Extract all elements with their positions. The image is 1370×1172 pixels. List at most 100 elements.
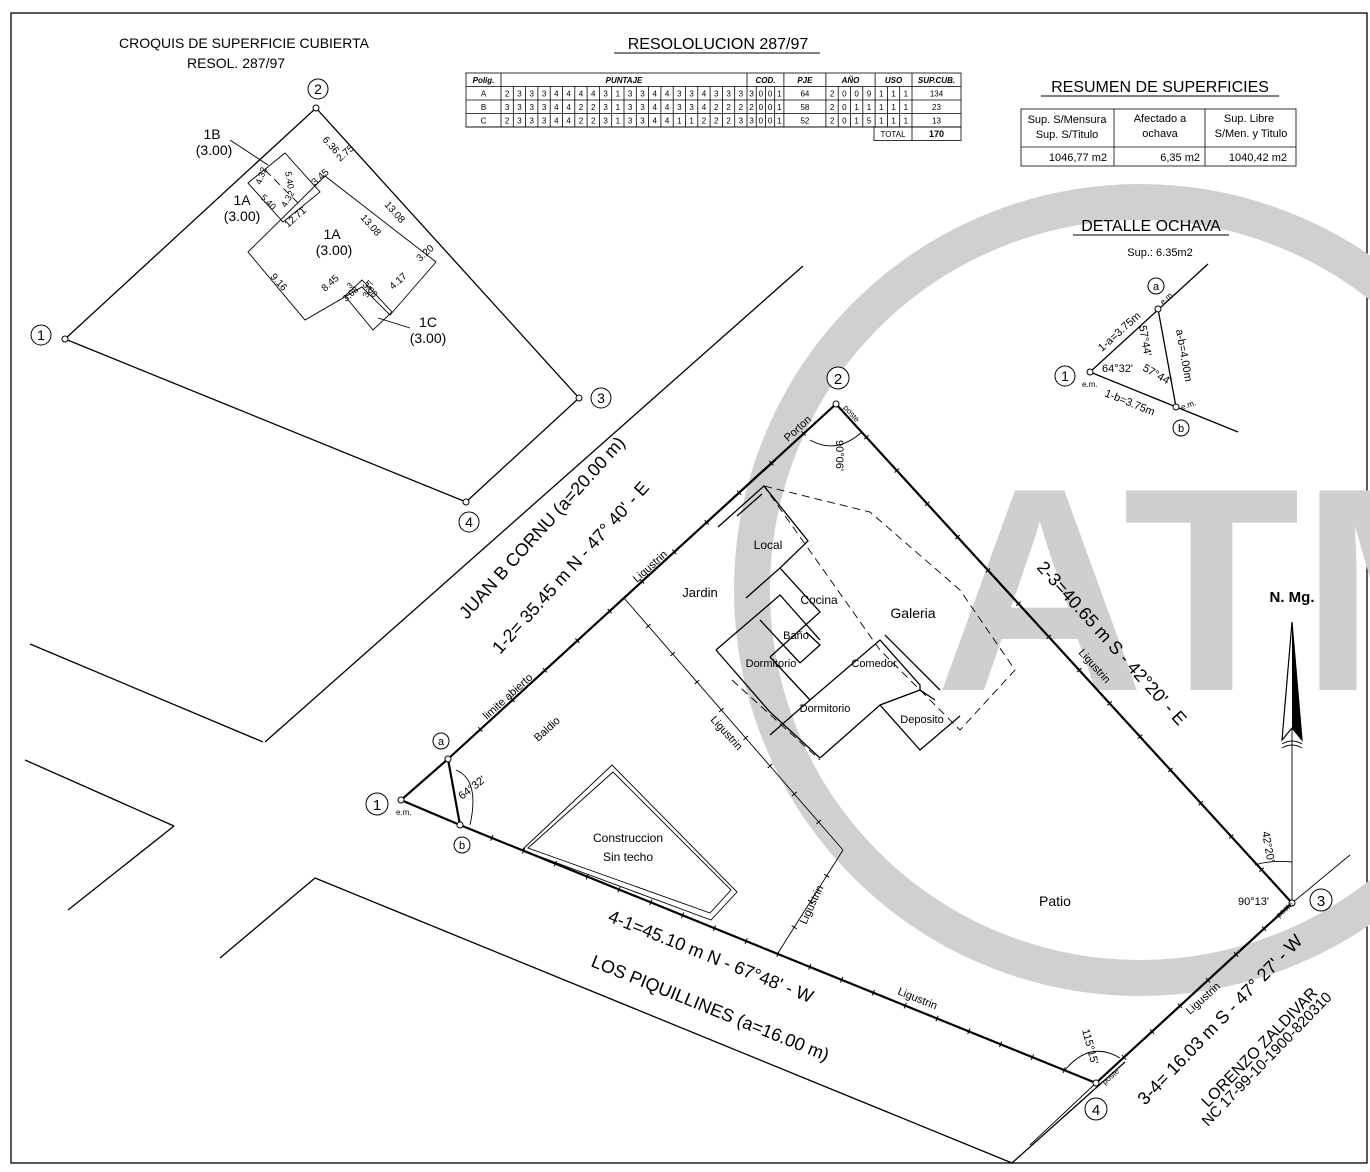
table-cell: 0	[768, 90, 773, 99]
svg-text:9.16: 9.16	[268, 272, 289, 294]
table-cell: 4	[665, 90, 670, 99]
svg-text:1: 1	[1061, 368, 1069, 384]
table-cell: 2	[726, 117, 731, 126]
table-cell: 3	[505, 103, 510, 112]
croquis-lot-outline	[63, 107, 580, 503]
table-cell: 52	[800, 117, 809, 126]
svg-text:5.40: 5.40	[283, 171, 296, 190]
fence-tick	[542, 667, 548, 673]
fence-tick	[681, 912, 685, 919]
table-cell: 2	[505, 90, 510, 99]
table-cell: 1	[689, 117, 694, 126]
table-cell: 3	[530, 103, 535, 112]
table-cell: 3	[628, 117, 633, 126]
table-cell: 3	[517, 90, 522, 99]
svg-text:1046,77 m2: 1046,77 m2	[1049, 152, 1107, 164]
table-cell: 1	[777, 117, 782, 126]
table-cell: 3	[542, 117, 547, 126]
table-total-value: 170	[929, 129, 944, 139]
table-cell: 1	[616, 117, 621, 126]
svg-text:6,35 m2: 6,35 m2	[1160, 152, 1200, 164]
svg-text:2: 2	[314, 81, 322, 97]
table-cell: 3	[689, 103, 694, 112]
svg-text:Ligustrin: Ligustrin	[798, 884, 826, 927]
svg-text:1: 1	[37, 327, 45, 343]
table-cell: 0	[842, 117, 847, 126]
table-cell: 4	[566, 103, 571, 112]
table-cell: 3	[726, 90, 731, 99]
fence-tick	[840, 976, 844, 983]
north-label: N. Mg.	[1270, 589, 1315, 606]
table-cell: 1	[891, 117, 896, 126]
table-header: AÑO	[841, 76, 861, 85]
croquis-vertex-2	[307, 78, 329, 100]
fence-tick	[871, 989, 875, 996]
croquis-polygon-1b	[247, 152, 321, 223]
plan-vertex-4	[1084, 1097, 1108, 1121]
plan-point-a	[432, 732, 450, 750]
ochava-title: DETALLE OCHAVA	[1081, 218, 1221, 235]
plan-vertex-1	[365, 792, 389, 816]
table-cell: 4	[665, 117, 670, 126]
svg-text:Comedor: Comedor	[851, 658, 897, 670]
svg-text:a: a	[1153, 281, 1160, 293]
table-cell: 3	[739, 90, 744, 99]
croquis-vertex-3	[590, 387, 612, 409]
table-cell: 3	[749, 90, 754, 99]
fence-tick	[894, 468, 900, 473]
north-arrow-icon: N. Mg.	[1270, 589, 1315, 749]
fence-tick	[903, 1002, 907, 1009]
table-cell: 1	[616, 103, 621, 112]
table-cell: 3	[677, 90, 682, 99]
svg-text:Dormitorio: Dormitorio	[800, 703, 851, 715]
table-cell: 2	[739, 103, 744, 112]
svg-text:a-b=4.00m: a-b=4.00m	[1173, 328, 1194, 382]
svg-text:64°32': 64°32'	[1102, 363, 1133, 375]
croquis-sketch: CROQUIS DE SUPERFICIE CUBIERTA RESOL. 28…	[30, 35, 612, 533]
table-cell: 3	[542, 103, 547, 112]
table-cell: 4	[579, 90, 584, 99]
table-cell: 1	[879, 103, 884, 112]
table-cell: 2	[830, 117, 835, 126]
svg-text:3: 3	[1317, 893, 1325, 910]
svg-text:(3.00): (3.00)	[224, 208, 261, 224]
table-cell: 4	[566, 90, 571, 99]
table-cell: 4	[653, 117, 658, 126]
neighbor-name: LORENZO ZALDIVAR	[1199, 985, 1322, 1111]
table-cell: B	[481, 103, 486, 112]
fence-tick	[736, 490, 742, 496]
svg-text:b: b	[1178, 423, 1184, 435]
svg-text:4.17: 4.17	[388, 271, 410, 292]
svg-text:Sin techo: Sin techo	[603, 850, 653, 864]
fence-tick	[1062, 1067, 1066, 1074]
sheet-frame	[10, 12, 1368, 1164]
table-cell: 1	[904, 117, 909, 126]
svg-text:e.m.: e.m.	[396, 808, 412, 817]
fence-tick	[924, 501, 930, 507]
fence-tick	[1137, 734, 1143, 740]
fence-tick	[808, 963, 812, 970]
table-header: USO	[885, 76, 903, 85]
fence-tick	[955, 534, 961, 540]
table-cell: 4	[554, 117, 559, 126]
table-cell: 0	[768, 117, 773, 126]
table-cell: 4	[665, 103, 670, 112]
svg-text:3: 3	[345, 280, 355, 290]
table-cell: 2	[749, 103, 754, 112]
table-cell: 2	[702, 117, 707, 126]
svg-text:Construccion: Construccion	[593, 831, 663, 845]
table-cell: 4	[554, 90, 559, 99]
table-cell: 13	[932, 117, 941, 126]
table-cell: 3	[739, 117, 744, 126]
svg-text:1-a=3.75m: 1-a=3.75m	[1096, 310, 1143, 354]
table-total-label: TOTAL	[880, 130, 906, 139]
fence-tick	[1198, 800, 1204, 806]
table-cell: 2	[579, 117, 584, 126]
table-cell: 0	[759, 117, 764, 126]
svg-text:Sup.: 6.35m2: Sup.: 6.35m2	[1127, 247, 1192, 259]
table-cell: 4	[653, 90, 658, 99]
fence-tick	[1015, 601, 1021, 606]
table-cell: 9	[867, 90, 872, 99]
